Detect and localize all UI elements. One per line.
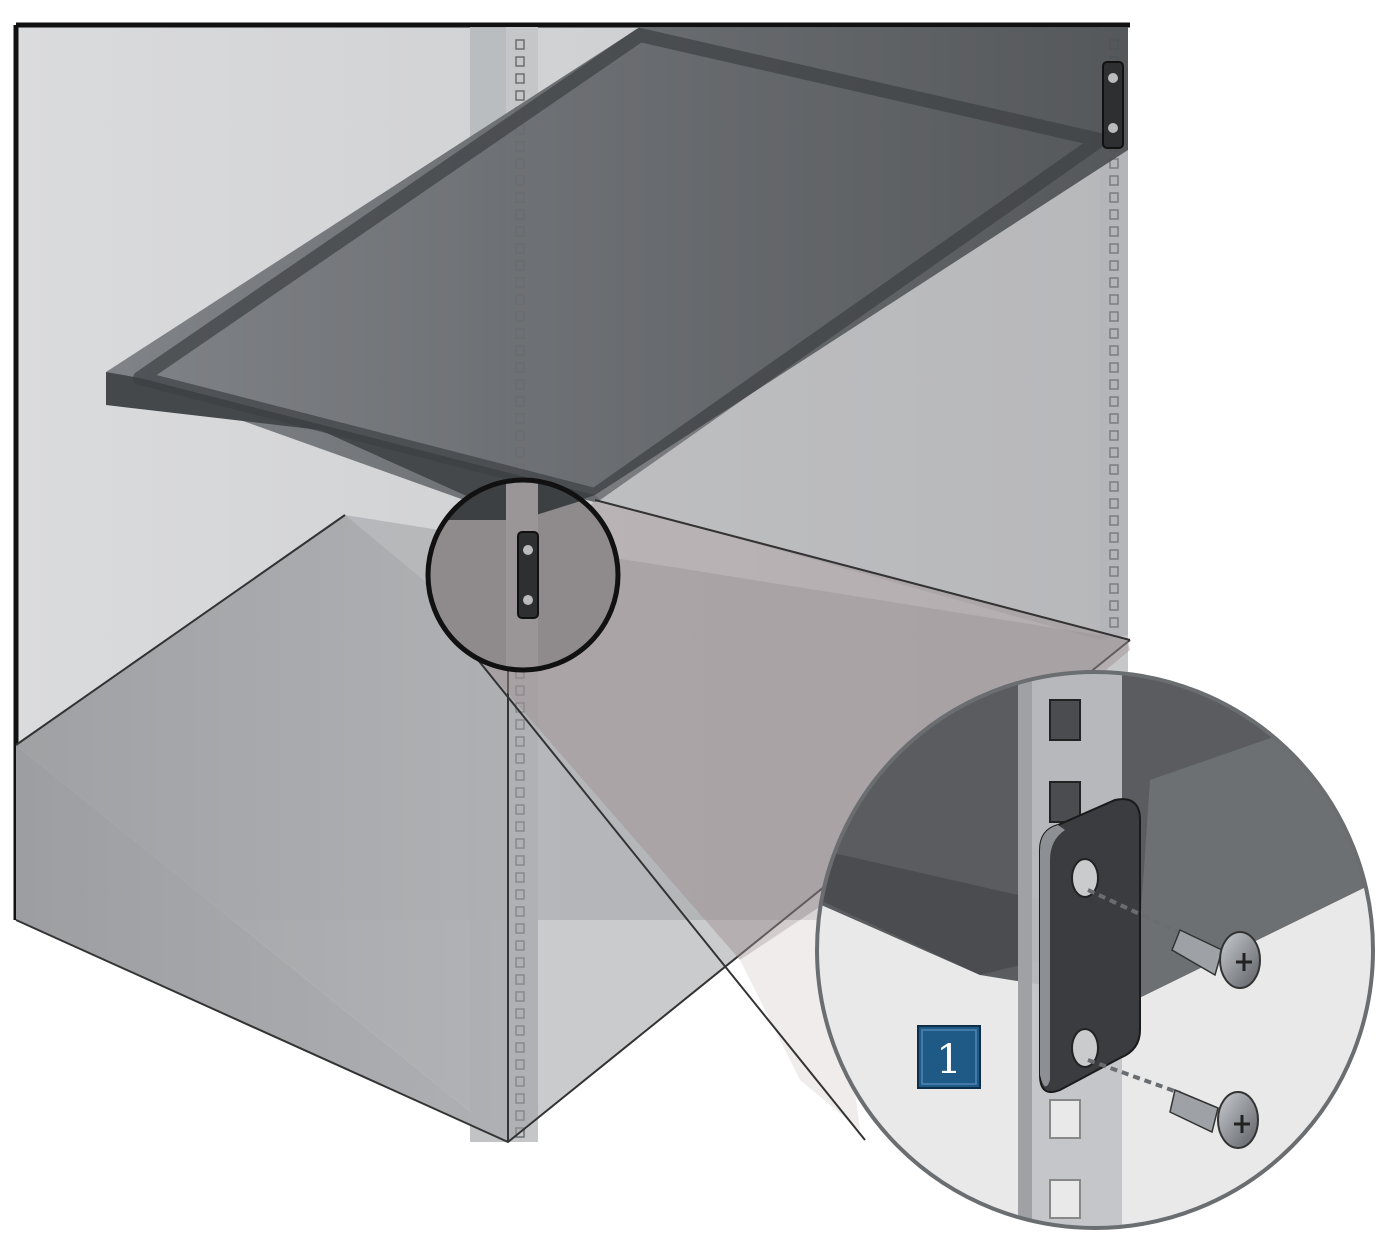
rail-hole (1109, 583, 1119, 594)
rail-hole (515, 90, 525, 101)
rail-hole (1109, 396, 1119, 407)
rail-hole (1109, 566, 1119, 577)
rail-hole (1109, 532, 1119, 543)
rear-mounting-bracket (1102, 61, 1124, 149)
rail-hole (1109, 294, 1119, 305)
rail-hole (1109, 328, 1119, 339)
rail-slots (1049, 699, 1081, 1219)
rail-hole (1109, 209, 1119, 220)
step-number: 1 (936, 1037, 961, 1083)
rack-shelf (106, 27, 1128, 640)
rail-hole (1109, 464, 1119, 475)
rail-hole (1109, 498, 1119, 509)
lower-cabinet (15, 514, 1131, 1144)
magnifier-source-circle (425, 477, 621, 673)
rail-hole (1109, 549, 1119, 560)
rail-hole (1109, 243, 1119, 254)
rail-hole (1109, 413, 1119, 424)
rail-hole (515, 56, 525, 67)
rail-hole (1109, 311, 1119, 322)
mounting-bracket-icon (1039, 798, 1141, 1094)
rail-hole (1109, 192, 1119, 203)
rail-hole (1109, 617, 1119, 628)
screw-icon (1169, 1088, 1259, 1149)
rail-hole (1109, 515, 1119, 526)
screw-icon (1171, 928, 1261, 989)
rail-hole (1109, 481, 1119, 492)
rail-hole (1109, 345, 1119, 356)
rail-hole (1109, 277, 1119, 288)
rail-hole (1109, 600, 1119, 611)
magnified-detail (815, 670, 1375, 1230)
rail-hole (1109, 447, 1119, 458)
rail-hole (1109, 362, 1119, 373)
rail-hole (1109, 226, 1119, 237)
rail-hole (515, 39, 525, 50)
step-badge: 1 (917, 1025, 981, 1089)
rail-hole (1109, 379, 1119, 390)
rail-hole (1109, 430, 1119, 441)
rail-hole (1109, 260, 1119, 271)
rail-hole (1109, 175, 1119, 186)
rail-hole (515, 73, 525, 84)
